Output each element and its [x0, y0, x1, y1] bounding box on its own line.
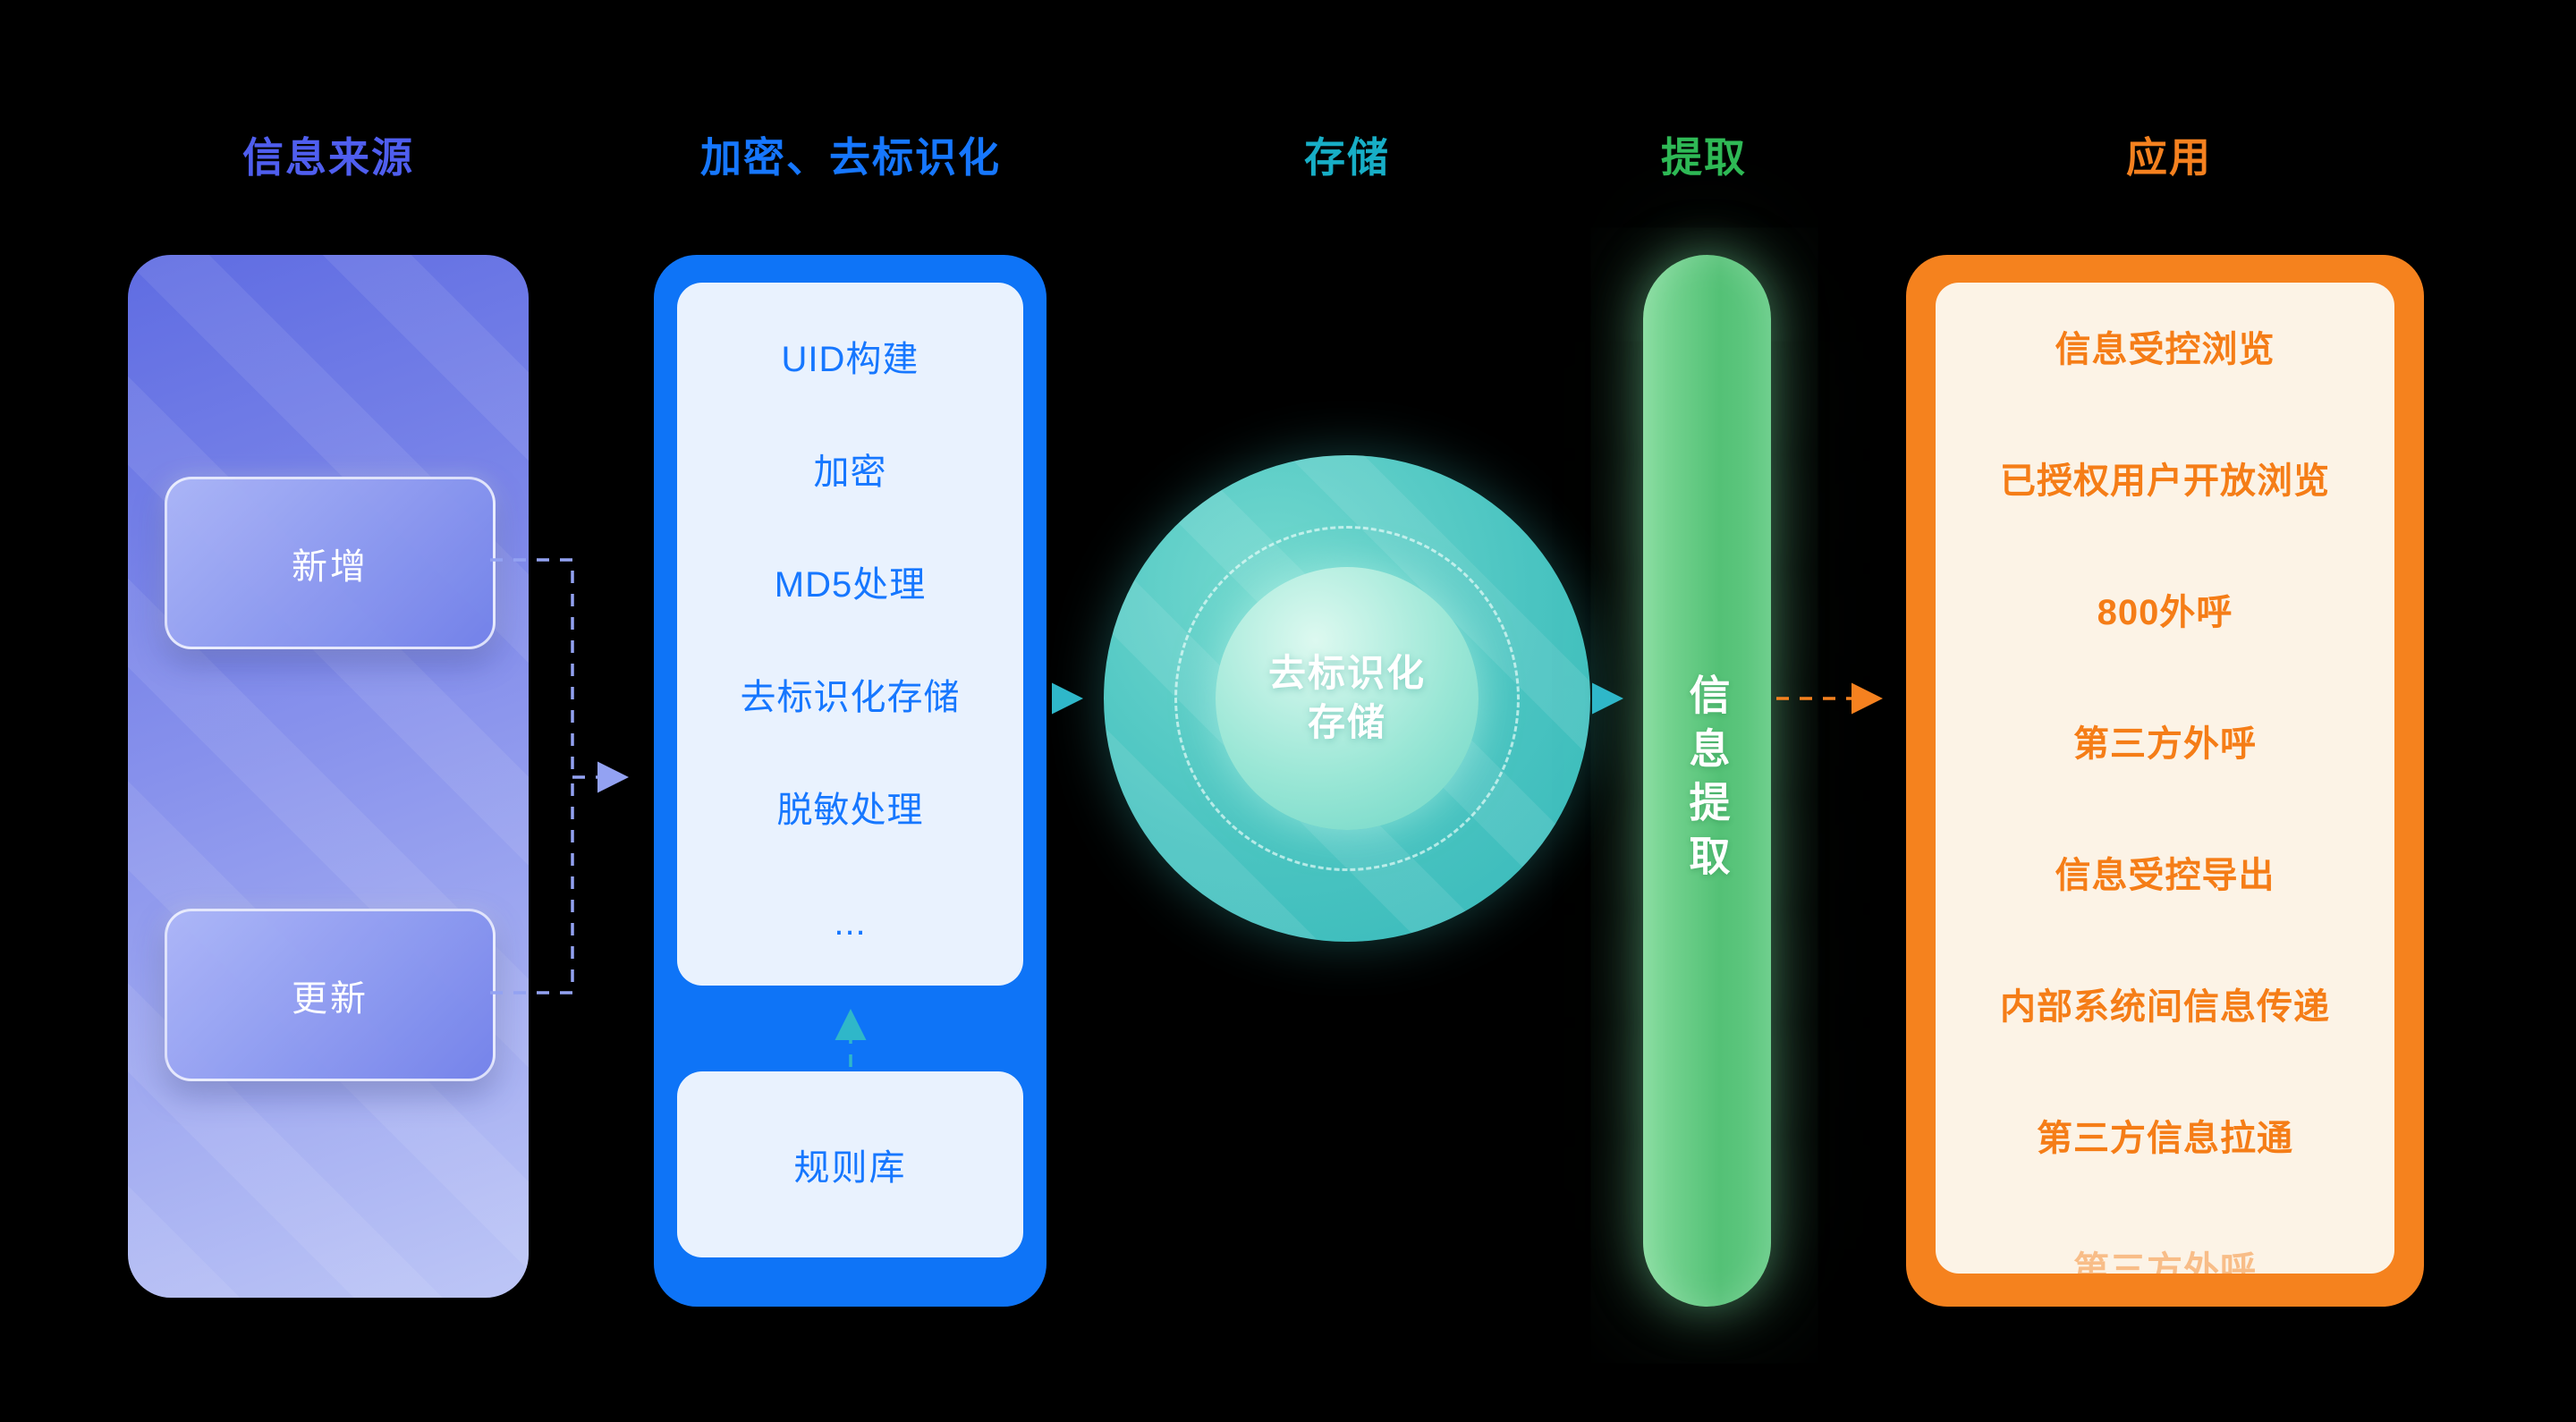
rule-library-label: 规则库 — [793, 1148, 907, 1188]
storage-label-line2: 存储 — [1307, 701, 1386, 743]
application-item: 第三方外呼 — [2073, 724, 2257, 764]
source-item-update-label: 更新 — [292, 978, 369, 1019]
encryption-step: 去标识化存储 — [740, 678, 961, 717]
application-item: 800外呼 — [2097, 593, 2233, 632]
encryption-step: UID构建 — [781, 340, 919, 379]
rule-library-panel: 规则库 — [677, 1071, 1023, 1257]
extraction-label: 信息提取 — [1683, 673, 1731, 888]
source-panel: 新增 更新 — [128, 255, 529, 1298]
source-item-add-label: 新增 — [292, 546, 369, 587]
header-application: 应用 — [2126, 134, 2212, 181]
header-extraction: 提取 — [1661, 134, 1747, 181]
extraction-bar: 信息提取 — [1643, 255, 1771, 1307]
application-item: 内部系统间信息传递 — [2000, 987, 2330, 1027]
application-item: 信息受控浏览 — [2055, 330, 2275, 369]
storage-circle-core: 去标识化 存储 — [1216, 567, 1479, 830]
application-item: 第三方信息拉通 — [2037, 1119, 2293, 1158]
storage-circle-dashed-ring — [1174, 526, 1520, 871]
application-panel: 信息受控浏览 已授权用户开放浏览 800外呼 第三方外呼 信息受控导出 内部系统… — [1906, 255, 2424, 1307]
header-storage: 存储 — [1304, 134, 1390, 181]
encryption-step: MD5处理 — [774, 565, 927, 605]
application-item: 已授权用户开放浏览 — [2000, 461, 2330, 501]
encryption-panel: UID构建 加密 MD5处理 去标识化存储 脱敏处理 ... 规则库 — [654, 255, 1046, 1307]
encryption-steps-panel: UID构建 加密 MD5处理 去标识化存储 脱敏处理 ... — [677, 283, 1023, 986]
encryption-step-ellipsis: ... — [834, 903, 867, 943]
encryption-step: 加密 — [813, 453, 887, 492]
source-item-add: 新增 — [165, 477, 496, 649]
header-source: 信息来源 — [242, 134, 414, 181]
application-item-faded: 第三方外呼 — [2073, 1250, 2257, 1274]
header-encryption: 加密、去标识化 — [700, 134, 1001, 181]
encryption-step: 脱敏处理 — [776, 791, 924, 830]
storage-label-line1: 去标识化 — [1267, 652, 1426, 695]
source-item-update: 更新 — [165, 909, 496, 1081]
application-list-panel: 信息受控浏览 已授权用户开放浏览 800外呼 第三方外呼 信息受控导出 内部系统… — [1936, 283, 2394, 1274]
application-item: 信息受控导出 — [2055, 856, 2275, 895]
